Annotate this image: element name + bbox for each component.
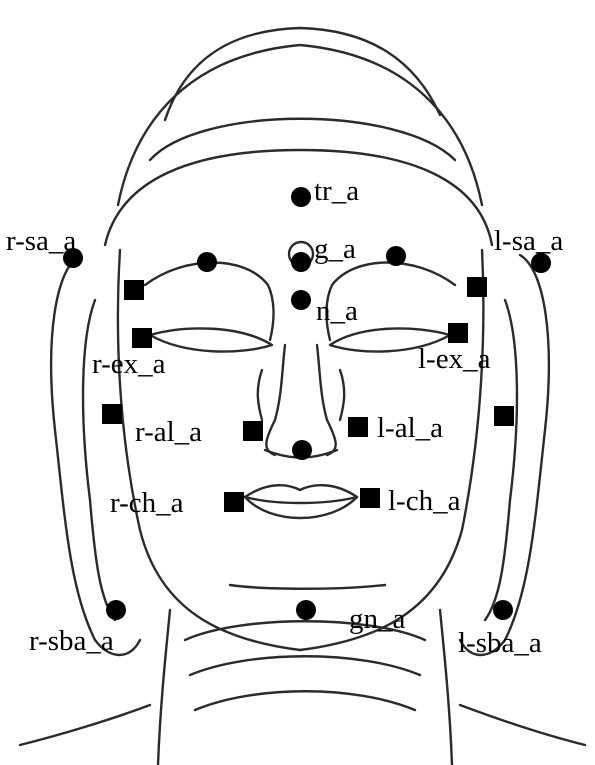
nose-left-side [317, 345, 336, 455]
landmark-r-ex-marker [132, 328, 152, 348]
landmark-n-marker [291, 290, 311, 310]
landmark-cheek-right-marker [102, 404, 122, 424]
landmark-cheek-left-marker [494, 406, 514, 426]
landmark-r-sba-marker [106, 600, 126, 620]
cheek-line-right [258, 370, 262, 420]
landmark-subnasale-marker [292, 440, 312, 460]
cheek-line-left [340, 370, 344, 420]
label-l-ch: l-ch_a [388, 485, 461, 517]
lip-line [245, 497, 357, 503]
label-tr: tr_a [314, 175, 359, 207]
landmark-brow-outer-left-marker [467, 277, 487, 297]
label-r-ch: r-ch_a [110, 487, 184, 519]
landmark-g-marker [291, 252, 311, 272]
neck-side-right [158, 610, 170, 765]
label-l-sa: l-sa_a [494, 225, 563, 257]
label-r-sba: r-sba_a [29, 625, 114, 657]
landmark-r-al-marker [243, 421, 263, 441]
chin-line [230, 585, 385, 589]
label-l-sba: l-sba_a [458, 627, 542, 659]
landmark-r-ch-marker [224, 492, 244, 512]
label-r-sa: r-sa_a [6, 225, 76, 257]
label-l-ex: l-ex_a [418, 343, 491, 375]
label-g: g_a [314, 233, 356, 265]
label-r-ex: r-ex_a [92, 348, 166, 380]
shoulder-right [20, 705, 150, 745]
landmark-brow-outer-right-marker [124, 280, 144, 300]
landmark-l-sba-marker [493, 600, 513, 620]
label-r-al: r-al_a [135, 416, 202, 448]
label-l-al: l-al_a [377, 412, 443, 444]
landmark-brow-left-marker [386, 246, 406, 266]
neck-fold-3 [195, 691, 415, 710]
landmark-l-ch-marker [360, 488, 380, 508]
landmark-gn-marker [296, 600, 316, 620]
label-n: n_a [316, 295, 358, 327]
upper-lip [245, 485, 357, 497]
head-top-outline [118, 45, 482, 205]
shoulder-left [460, 705, 585, 745]
landmark-tr-marker [291, 187, 311, 207]
label-gn: gn_a [349, 603, 406, 635]
landmark-brow-right-marker [197, 252, 217, 272]
nose-right-side [266, 345, 285, 455]
hairline-band [150, 119, 455, 160]
landmark-l-ex-marker [448, 323, 468, 343]
landmark-l-al-marker [348, 417, 368, 437]
right-eye [150, 328, 272, 351]
neck-side-left [440, 610, 452, 765]
neck-fold-2 [190, 656, 420, 675]
